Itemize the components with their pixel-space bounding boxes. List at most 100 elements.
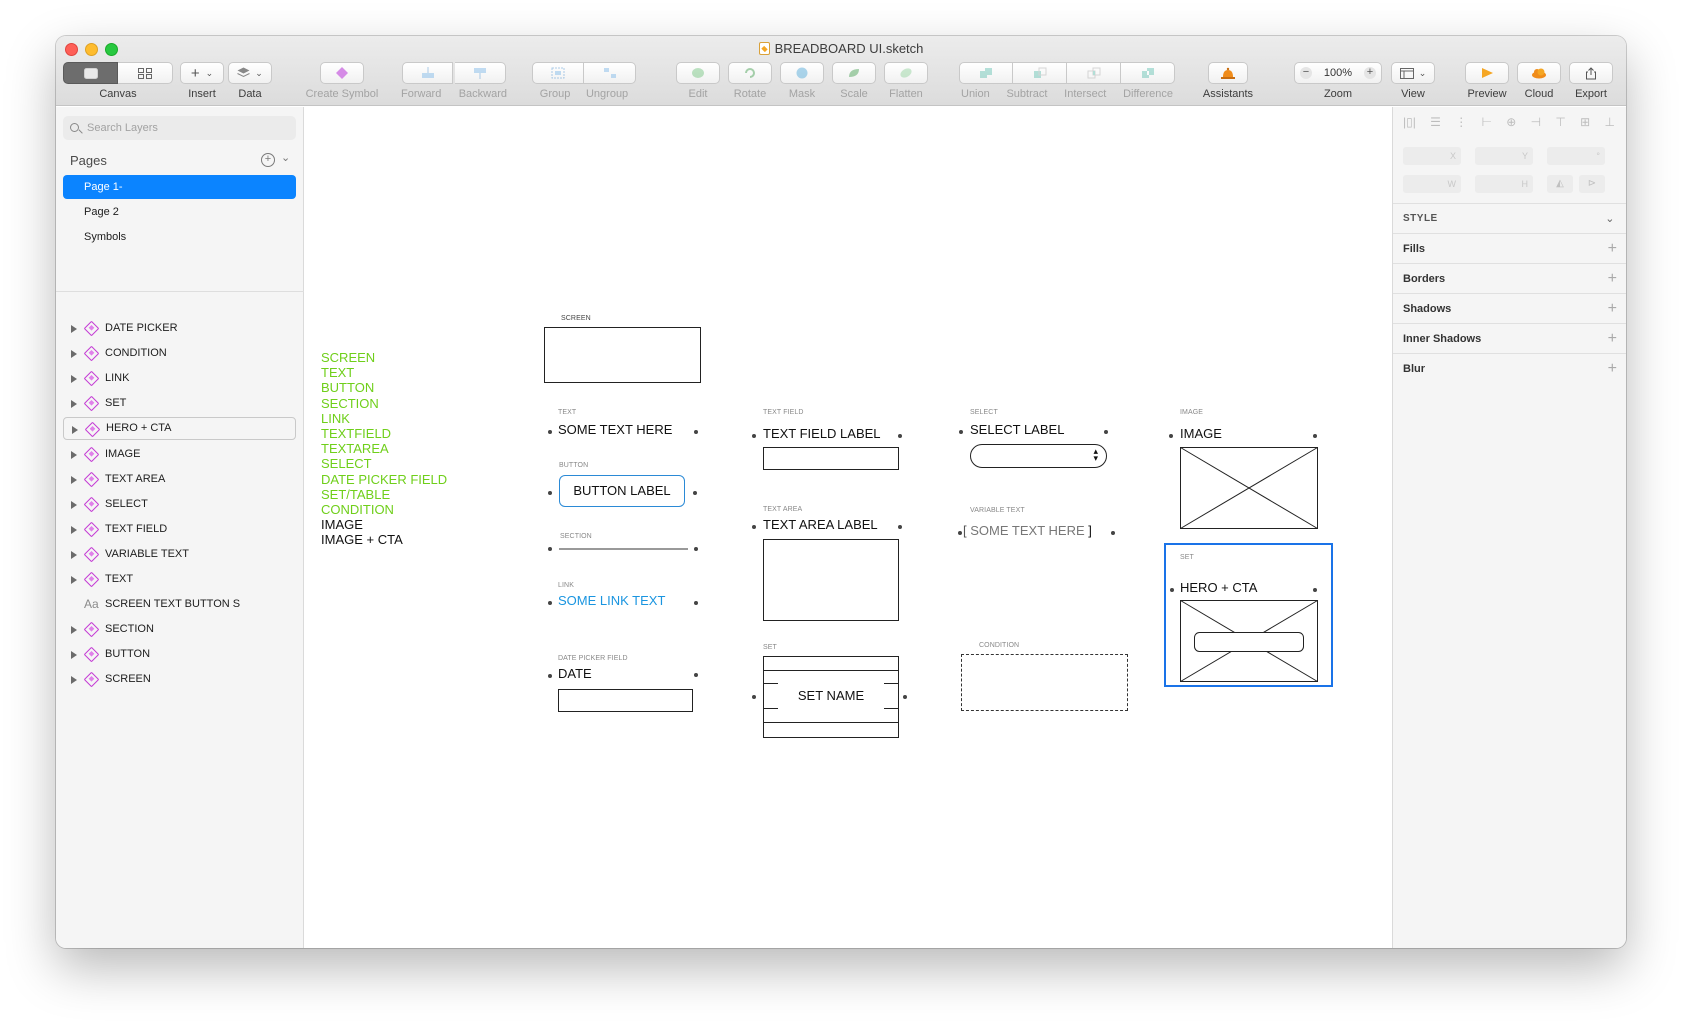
layer-row[interactable]: LINK [63,367,296,390]
forward-button[interactable] [402,62,453,84]
layer-row[interactable]: SET [63,392,296,415]
layer-row[interactable]: TEXT [63,568,296,591]
disclosure-triangle-icon[interactable] [71,626,77,635]
flatten-button[interactable] [884,62,928,84]
create-symbol-button[interactable] [320,62,364,84]
insert-button[interactable]: +⌄ [180,62,224,84]
rotation-field[interactable]: ° [1547,147,1605,165]
legend-item[interactable]: TEXTFIELD [321,426,392,442]
backward-button[interactable] [455,62,506,84]
disclosure-triangle-icon[interactable] [71,676,77,685]
flip-horizontal-icon[interactable]: ◭ [1547,175,1573,193]
section-divider-wireframe[interactable] [559,548,688,550]
cloud-button[interactable] [1517,62,1561,84]
disclosure-triangle-icon[interactable] [71,500,77,509]
align-middle-icon[interactable]: ⊞ [1580,115,1591,129]
disclosure-triangle-icon[interactable] [71,375,77,384]
layer-row[interactable]: SCREEN [63,668,296,691]
x-field[interactable]: X [1403,147,1461,165]
disclosure-triangle-icon[interactable] [71,475,77,484]
align-bottom-icon[interactable]: ⊥ [1604,115,1615,129]
flip-vertical-icon[interactable]: ⊳ [1579,175,1605,193]
align-left-icon[interactable]: ⊢ [1481,115,1492,129]
layer-row[interactable]: SECTION [63,618,296,641]
preview-button[interactable] [1465,62,1509,84]
y-field[interactable]: Y [1475,147,1533,165]
page-item[interactable]: Page 2 [84,206,119,218]
style-section-row[interactable]: Inner Shadows+ [1393,323,1626,353]
maximize-window-button[interactable] [105,43,118,56]
mask-button[interactable] [780,62,824,84]
components-mode-button[interactable] [118,62,173,84]
add-page-icon[interactable]: + [261,153,275,167]
subtract-button[interactable] [1013,62,1067,84]
assistants-button[interactable] [1208,62,1248,84]
disclosure-triangle-icon[interactable] [71,350,77,359]
text-sample[interactable]: SOME TEXT HERE [558,422,673,437]
view-button[interactable]: ⌄ [1391,62,1435,84]
height-field[interactable]: H [1475,175,1533,193]
style-section-row[interactable]: Borders+ [1393,263,1626,293]
layer-row[interactable]: HERO + CTA [63,417,296,441]
style-section-row[interactable]: Shadows+ [1393,293,1626,323]
zoom-out-icon[interactable]: − [1300,67,1312,79]
layer-row[interactable]: IMAGE [63,443,296,466]
width-field[interactable]: W [1403,175,1461,193]
more-dots-icon[interactable]: ⋮ [1455,115,1468,129]
legend-item[interactable]: IMAGE + CTA [321,532,403,548]
difference-button[interactable] [1121,62,1175,84]
zoom-in-icon[interactable]: + [1363,67,1376,79]
export-button[interactable] [1569,62,1613,84]
text-area-wireframe[interactable] [763,539,899,621]
canvas-mode-button[interactable] [63,62,118,84]
style-section-row[interactable]: Fills+ [1393,233,1626,263]
page-item[interactable]: Symbols [84,231,127,243]
disclosure-triangle-icon[interactable] [71,525,77,534]
union-button[interactable] [959,62,1013,84]
legend-item[interactable]: BUTTON [321,380,375,396]
layer-row[interactable]: CONDITION [63,342,296,365]
add-style-icon[interactable]: + [1607,270,1617,287]
legend-item[interactable]: IMAGE [321,517,363,533]
date-picker-field-wireframe[interactable] [558,689,693,712]
align-top-icon[interactable]: ⊤ [1555,115,1566,129]
scale-button[interactable] [832,62,876,84]
add-style-icon[interactable]: + [1607,360,1617,377]
legend-item[interactable]: TEXT [321,365,355,381]
disclosure-triangle-icon[interactable] [71,325,77,333]
button-wireframe[interactable]: BUTTON LABEL [559,475,685,507]
legend-item[interactable]: SET/TABLE [321,486,391,502]
align-center-icon[interactable]: ⊕ [1506,115,1517,129]
chevron-down-icon[interactable]: ⌄ [281,152,291,164]
hero-image-wireframe[interactable] [1180,600,1318,682]
layer-row[interactable]: SELECT [63,493,296,516]
add-style-icon[interactable]: + [1607,240,1617,257]
layer-row[interactable]: DATE PICKER [63,317,296,340]
rotate-button[interactable] [728,62,772,84]
disclosure-triangle-icon[interactable] [71,550,77,559]
style-section-row[interactable]: Blur+ [1393,353,1626,383]
disclosure-triangle-icon[interactable] [72,426,78,435]
search-layers-input[interactable]: Search Layers [63,116,296,140]
disclosure-triangle-icon[interactable] [71,576,77,584]
add-style-icon[interactable]: + [1607,300,1617,317]
data-button[interactable]: ⌄ [228,62,272,84]
layer-row[interactable]: TEXT AREA [63,468,296,491]
image-placeholder-wireframe[interactable] [1180,447,1318,529]
select-dropdown-wireframe[interactable]: ▴▾ [970,444,1107,468]
minimize-window-button[interactable] [85,43,98,56]
layer-row[interactable]: BUTTON [63,643,296,666]
style-section-header[interactable]: STYLE ⌄ [1393,203,1626,233]
screen-wireframe[interactable] [544,327,701,383]
distribute-vertical-icon[interactable]: ☰ [1430,115,1441,129]
disclosure-triangle-icon[interactable] [71,450,77,459]
text-field-wireframe[interactable] [763,447,899,470]
legend-item[interactable]: CONDITION [321,502,394,518]
variable-text-sample[interactable]: [ SOME TEXT HERE ] [963,523,1092,538]
legend-item[interactable]: LINK [321,410,350,426]
page-item[interactable]: Page 1- [63,175,296,199]
layer-row[interactable]: TEXT FIELD [63,518,296,541]
legend-item[interactable]: DATE PICKER FIELD [321,471,448,487]
disclosure-triangle-icon[interactable] [71,651,77,660]
